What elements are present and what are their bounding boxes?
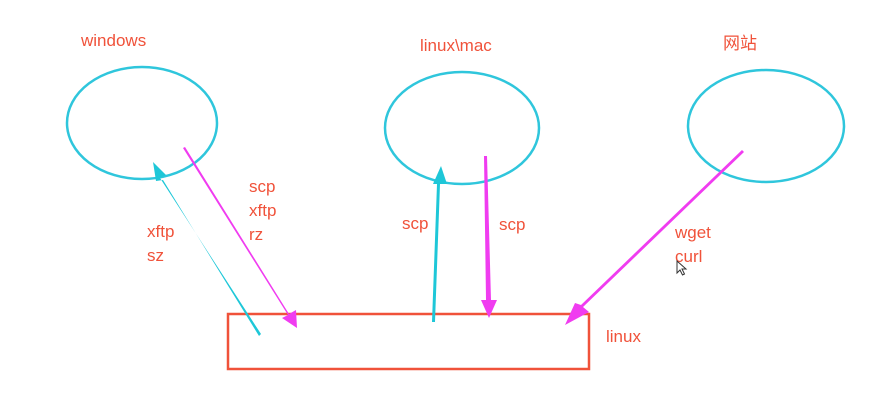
- website-node-ellipse: [686, 68, 846, 184]
- linux-server-box: [226, 312, 591, 371]
- edge-label-website-to-linux: wget curl: [675, 221, 711, 269]
- edge-label-linux-to-windows: xftp sz: [147, 220, 174, 268]
- windows-node-ellipse: [65, 65, 219, 181]
- arrow-linux-to-windows: [153, 162, 261, 336]
- edge-tool-curl: curl: [675, 247, 703, 266]
- mouse-pointer-icon: [676, 260, 688, 276]
- arrow-mac-to-linux: [481, 156, 497, 318]
- edge-label-linux-to-mac: scp: [402, 214, 429, 233]
- edge-tool-xftp: xftp: [147, 222, 175, 241]
- windows-node-label: windows: [81, 31, 147, 50]
- website-node-label: 网站: [723, 34, 757, 53]
- edge-tool-rz: rz: [249, 225, 264, 244]
- linux-mac-node-label: linux\mac: [420, 36, 492, 55]
- edge-label-mac-to-linux: scp: [499, 215, 526, 234]
- edge-tool-scp: scp: [249, 177, 276, 196]
- edge-tool-xftp: xftp: [249, 201, 277, 220]
- edge-tool-sz: sz: [147, 246, 164, 265]
- arrow-windows-to-linux: [183, 147, 297, 328]
- arrow-linux-to-mac: [432, 166, 447, 322]
- edge-label-windows-to-linux: scp xftp rz: [249, 175, 276, 247]
- arrow-website-to-linux: [565, 150, 744, 325]
- linux-mac-node-ellipse: [383, 70, 541, 186]
- linux-server-label: linux: [606, 327, 641, 346]
- edge-tool-wget: wget: [675, 223, 711, 242]
